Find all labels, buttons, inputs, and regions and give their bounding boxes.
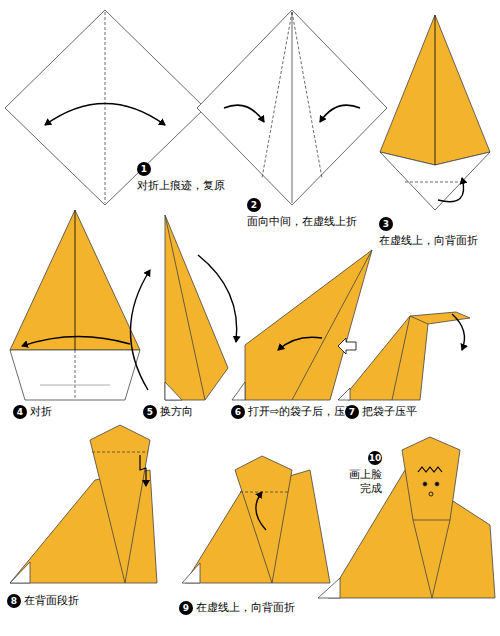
callout-number: 9 (179, 601, 193, 615)
step-instruction: 画上脸 完成 (345, 468, 382, 496)
callout-number: 5 (143, 405, 157, 419)
step-callout: 9在虚线上，向背面折 (179, 601, 295, 615)
step-instruction: 把袋子压平 (362, 405, 417, 419)
callout-number: 8 (7, 594, 21, 608)
step-instruction: 打开⇨的袋子后，压平 (248, 405, 356, 419)
step-callout: 8在背面段折 (7, 594, 79, 608)
step-callout: 4对折 (13, 405, 52, 419)
step-instruction: 对折 (30, 405, 52, 419)
step-callout: 3 在虚线上，向背面折 (379, 217, 478, 248)
step-instruction: 对折上痕迹，复原 (137, 179, 225, 193)
callout-number: 6 (231, 405, 245, 419)
callout-number: 1 (137, 162, 151, 176)
step-callout: 10 画上脸 完成 (345, 451, 382, 496)
step-callout: 2 面向中间，在虚线上折 (247, 198, 357, 229)
step-callout: 7把袋子压平 (345, 405, 417, 419)
callout-number: 3 (379, 217, 393, 231)
step-instruction: 在虚线上，向背面折 (379, 234, 478, 248)
step-callout: 1 对折上痕迹，复原 (137, 162, 225, 193)
callout-number: 2 (247, 198, 261, 212)
step-callout: 5换方向 (143, 405, 193, 419)
callout-number: 10 (368, 451, 383, 465)
step-callout: 6打开⇨的袋子后，压平 (231, 405, 356, 419)
callout-number: 7 (345, 405, 359, 419)
step-instruction: 面向中间，在虚线上折 (247, 215, 357, 229)
callout-number: 4 (13, 405, 27, 419)
step-instruction: 在背面段折 (24, 594, 79, 608)
step-instruction: 换方向 (160, 405, 193, 419)
step-instruction: 在虚线上，向背面折 (196, 601, 295, 615)
